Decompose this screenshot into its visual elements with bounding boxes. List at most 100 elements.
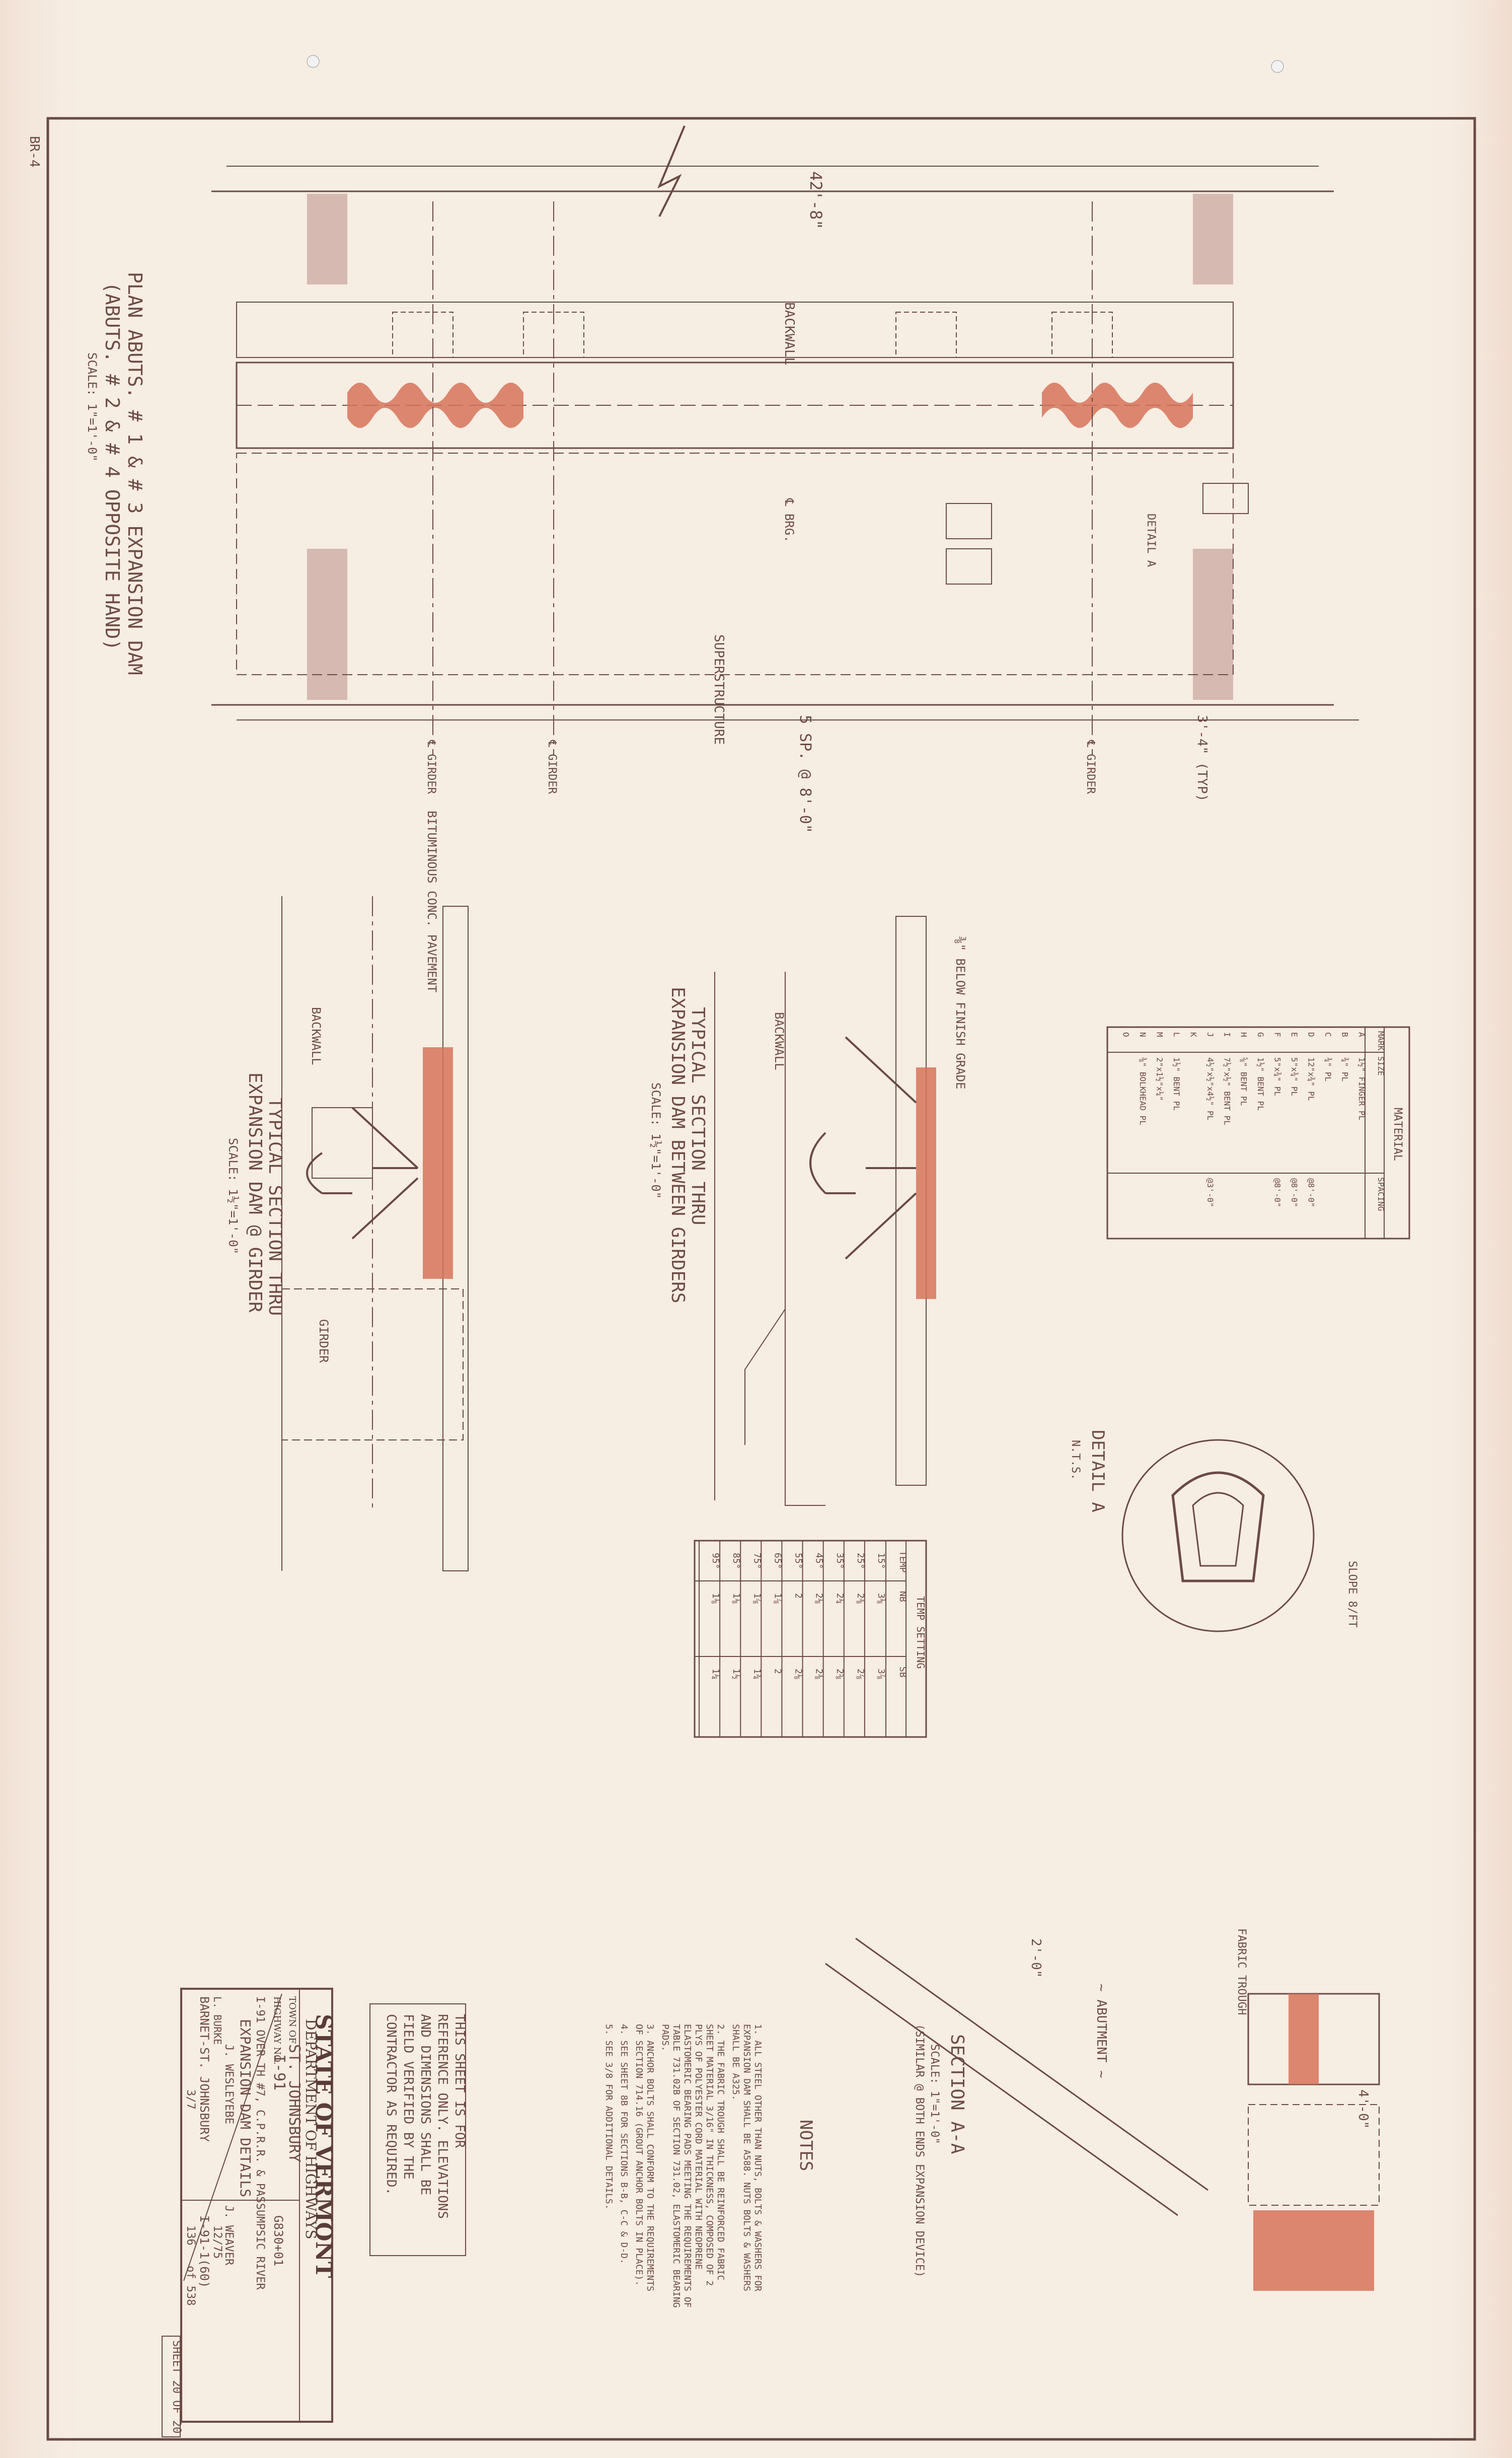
reference-line-4: CONTRACTOR AS REQUIRED. xyxy=(384,2014,399,2195)
punch-hole xyxy=(307,55,320,68)
tb-survey: G830+01 xyxy=(271,2215,285,2266)
tb-project: BARNET-ST. JOHNSBURY xyxy=(197,1996,211,2142)
plan-label-backwall: BACKWALL xyxy=(782,302,797,365)
aa-block-red xyxy=(1253,2210,1374,2291)
reference-line-0: THIS SHEET IS FOR xyxy=(452,2014,467,2148)
material-cell: 1½" BENT PL xyxy=(1256,1057,1265,1111)
aa-note: (SIMILAR @ BOTH ENDS EXPANSION DEVICE) xyxy=(913,2024,926,2277)
material-cell: M xyxy=(1155,1032,1164,1037)
reference-line-1: REFERENCE ONLY. ELEVATIONS xyxy=(435,2014,450,2219)
section-a-a: ~ ABUTMENT ~ FABRIC TROUGH 4'-0" 2'-0" S… xyxy=(825,1928,1380,2291)
detail-a-title: DETAIL A xyxy=(1088,1430,1108,1512)
material-cell: 5"x¾" PL xyxy=(1290,1057,1299,1096)
between-label-backwall: BACKWALL xyxy=(772,1012,786,1070)
tb-highway-label: HIGHWAY NO. xyxy=(272,1996,282,2065)
girder-scale: SCALE: 1½"=1'-0" xyxy=(226,1138,240,1254)
temp-cell: 35° xyxy=(835,1553,845,1569)
material-cell: 12"x¾" PL xyxy=(1307,1057,1316,1101)
material-cell: 2"x1½"x¼" xyxy=(1155,1057,1164,1101)
tb-designed-by: J. WESLEYEBE xyxy=(222,2044,235,2124)
girder-title-2: EXPANSION DAM @ GIRDER xyxy=(245,1072,265,1313)
tb-bridge-sheet: 3/7 xyxy=(184,2089,197,2110)
section-between-girders: ⅜" BELOW FINISH GRADE BACKWALL TYPICAL S… xyxy=(649,916,967,1506)
temp-cell: 75° xyxy=(751,1553,762,1569)
girder-plate-red xyxy=(423,1047,453,1279)
detail-a-scale: N.T.S. xyxy=(1069,1440,1082,1480)
note-line-2-0: 2. THE FABRIC TROUGH SHALL BE REINFORCED… xyxy=(715,2024,726,2280)
notes: NOTES 1. ALL STEEL OTHER THAN NUTS, BOLT… xyxy=(603,2024,816,2308)
tb-town-label: TOWN OF xyxy=(287,1996,297,2044)
material-cell: K xyxy=(1188,1032,1198,1037)
temp-header: SB xyxy=(897,1667,908,1678)
notes-title: NOTES xyxy=(796,2120,816,2171)
plan-dim-overall: 42'-8" xyxy=(806,171,825,230)
temp-cell: 1¾ xyxy=(751,1669,762,1680)
note-line-3-1: OF SECTION 714.16 (GROUT ANCHOR BOLTS IN… xyxy=(634,2024,644,2286)
tb-town: ST. JOHNSBURY xyxy=(285,2044,303,2162)
tb-date: 12/75 xyxy=(211,2225,223,2259)
material-cell: C xyxy=(1323,1032,1333,1037)
temp-cell: 2⅝ xyxy=(835,1669,845,1680)
temp-cell: 95° xyxy=(710,1553,721,1569)
between-scale: SCALE: 1½"=1'-0" xyxy=(649,1082,663,1199)
plan-label-detail-a: DETAIL A xyxy=(1145,514,1157,567)
temp-cell: 3⅞ xyxy=(876,1669,886,1680)
material-cell: ¾" PL xyxy=(1340,1057,1350,1081)
reference-line-2: AND DIMENSIONS SHALL BE xyxy=(418,2014,433,2195)
material-cell: F xyxy=(1273,1032,1282,1037)
aa-dim-top: 4'-0" xyxy=(1355,2089,1371,2129)
temp-cell: 25° xyxy=(855,1553,866,1569)
aa-title: SECTION A-A xyxy=(947,2034,967,2154)
material-header: SPACING xyxy=(1376,1177,1386,1211)
girder-note-pavement: BITUMINOUS CONC. PAVEMENT xyxy=(425,811,439,992)
note-line-3-0: 3. ANCHOR BOLTS SHALL CONFORM TO THE REQ… xyxy=(645,2024,655,2291)
aa-trough-red xyxy=(1289,1994,1319,2084)
plan-label-girder-1: ℄ GIRDER xyxy=(425,740,437,794)
between-title-2: EXPANSION DAM BETWEEN GIRDERS xyxy=(667,987,688,1304)
trough-right xyxy=(1042,383,1193,428)
north-arrow-icon xyxy=(657,125,686,217)
material-cell: O xyxy=(1121,1032,1130,1037)
trough-left xyxy=(347,383,523,428)
temp-cell: 1¼ xyxy=(710,1669,721,1680)
note-line-2-1: SHEET MATERIAL 3/16" IN THICKNESS, COMPO… xyxy=(704,2024,715,2286)
corner-tag: BR-4 xyxy=(27,136,42,168)
girder-label-backwall: BACKWALL xyxy=(309,1007,323,1065)
material-cell: I xyxy=(1222,1032,1232,1037)
temp-cell: 3⅛ xyxy=(876,1593,886,1604)
tb-checked-by: L. BURKE xyxy=(211,1996,223,2045)
tb-state: STATE OF VERMONT xyxy=(311,2014,336,2278)
material-cell: @8'-0" xyxy=(1290,1178,1299,1207)
reference-line-3: FIELD VERIFIED BY THE xyxy=(401,2014,416,2180)
material-cell: 5"x¾" PL xyxy=(1273,1057,1282,1096)
aa-scale: SCALE: 1"=1'-0" xyxy=(928,2044,941,2144)
temp-cell: 1⅛ xyxy=(731,1593,741,1604)
temp-cell: 1⅛ xyxy=(710,1593,721,1604)
tb-project-no: I-91-1(60) xyxy=(197,2215,211,2288)
temp-header: NB xyxy=(897,1591,908,1602)
plan-dim-spacing: 5 SP. @ 8'-0" xyxy=(796,715,814,833)
plan-label-brg: ℄ BRG. xyxy=(782,498,796,543)
temp-title: TEMP SETTING xyxy=(915,1596,927,1669)
temp-cell: 85° xyxy=(731,1553,741,1569)
plan-title: PLAN ABUTS. # 1 & # 3 EXPANSION DAM xyxy=(124,272,146,675)
tb-description: EXPANSION DAM DETAILS xyxy=(237,2019,254,2197)
temp-cell: 1⅞ xyxy=(772,1593,783,1604)
plan-view: 42'-8" 5 SP. @ 8'-0" 3'-4" (TYP) BACKWAL… xyxy=(85,125,1359,833)
section-at-girder: BITUMINOUS CONC. PAVEMENT BACKWALL GIRDE… xyxy=(226,811,469,1571)
material-cell: 1½" FINGER PL xyxy=(1357,1057,1367,1120)
temp-cell: 1⅞ xyxy=(751,1593,762,1604)
material-cell: @3'-0" xyxy=(1205,1178,1215,1207)
plan-subtitle: (ABUTS. # 2 & # 4 OPPOSITE HAND) xyxy=(101,282,123,650)
temp-cell: 2¼ xyxy=(835,1593,845,1604)
tb-sheet-tag: SHEET 20 OF 20 xyxy=(170,2340,183,2433)
material-title: MATERIAL xyxy=(1391,1108,1404,1161)
note-line-1-0: 1. ALL STEEL OTHER THAN NUTS, BOLTS & WA… xyxy=(752,2024,763,2291)
temp-cell: 15° xyxy=(876,1553,886,1569)
tb-department: DEPARTMENT OF HIGHWAYS xyxy=(303,2019,319,2239)
temp-cell: 2⅛ xyxy=(814,1593,824,1604)
aa-label-abutment: ~ ABUTMENT ~ xyxy=(1094,1984,1109,2078)
